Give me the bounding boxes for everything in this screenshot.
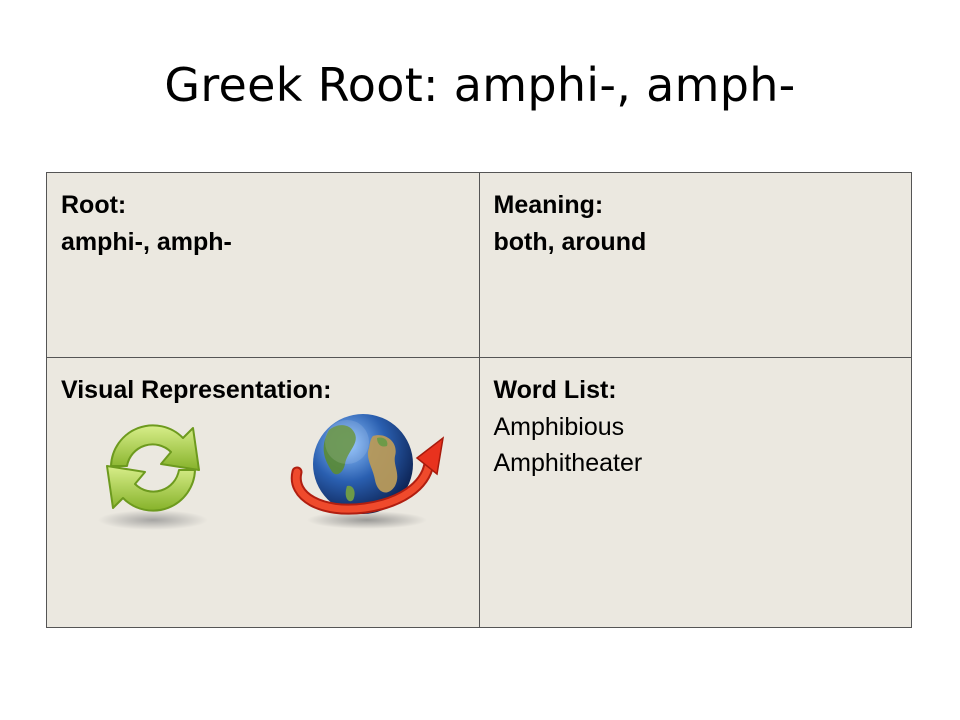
word-list-cell: Word List: Amphibious Amphitheater <box>478 357 912 628</box>
meaning-label: Meaning: <box>493 191 604 219</box>
meaning-cell: Meaning: both, around <box>478 172 912 358</box>
word-list-item: Amphibious <box>493 412 625 441</box>
globe-with-arrow-icon <box>290 414 445 529</box>
visual-icons <box>75 408 455 538</box>
circular-arrows-icon <box>98 424 208 530</box>
visual-representation-label: Visual Representation: <box>61 376 332 404</box>
meaning-value: both, around <box>493 227 647 256</box>
slide-title: Greek Root: amphi-, amph- <box>164 58 796 112</box>
root-value: amphi-, amph- <box>61 227 232 256</box>
root-label: Root: <box>61 191 127 219</box>
root-info-table: Root: amphi-, amph- Meaning: both, aroun… <box>46 172 912 628</box>
word-list-label: Word List: <box>493 376 617 404</box>
visual-representation-cell: Visual Representation: <box>46 357 480 628</box>
word-list-item: Amphitheater <box>493 449 643 477</box>
root-cell: Root: amphi-, amph- <box>46 172 480 358</box>
